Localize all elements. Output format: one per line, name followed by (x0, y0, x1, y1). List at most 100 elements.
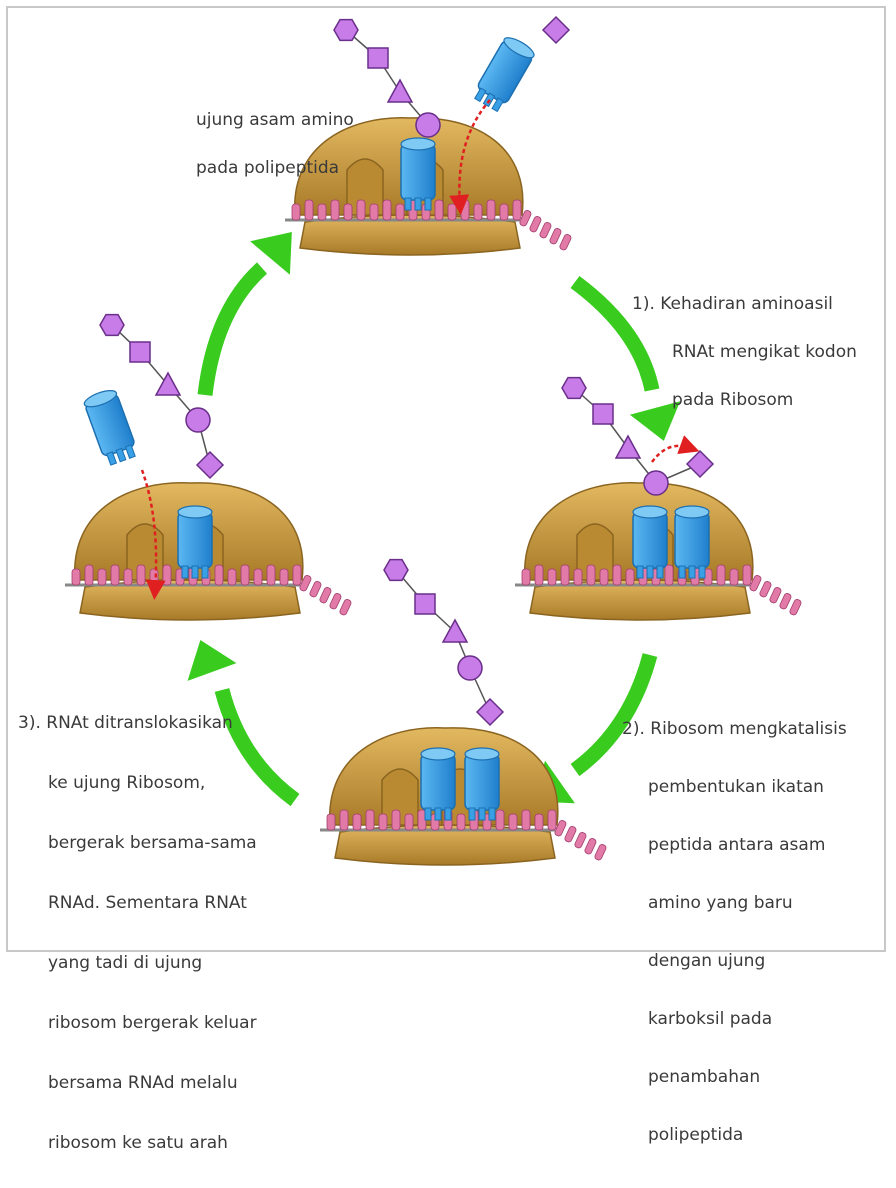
mrna-codon-base (564, 826, 577, 843)
label-line: dengan ujung (648, 951, 766, 971)
trna-anticodon (698, 565, 706, 579)
mrna-codon-base (329, 593, 342, 610)
mrna-codon-base (253, 568, 263, 586)
amino-acid-square (129, 341, 151, 363)
trna-top (420, 747, 456, 761)
mrna-codon-base (434, 199, 444, 221)
movement-arrow (140, 469, 166, 600)
amino-acid-hexagon (333, 18, 359, 42)
arrow-shaft (570, 275, 660, 392)
trna-anticodon (414, 197, 422, 211)
amino-acid-circle (415, 112, 441, 138)
amino-acid-hexagon (383, 558, 409, 582)
mrna-codon-base (71, 568, 81, 586)
trna-top (632, 505, 668, 519)
trna-anticodon (678, 565, 686, 579)
label-line: karboksil pada (648, 1009, 773, 1029)
mrna-codon-base (326, 813, 336, 831)
label-line: bergerak bersama-sama (48, 833, 257, 853)
diagram-canvas: ujung asam amino pada polipeptida 1). Ke… (6, 6, 886, 1153)
label-line: 3). RNAt ditranslokasikan (18, 713, 233, 733)
amino-acid-circle (185, 407, 211, 433)
trna-anticodon (636, 565, 644, 579)
trna-top (674, 505, 710, 519)
label-line: 1). Kehadiran aminoasil (632, 294, 833, 314)
trna-molecule (474, 37, 535, 113)
mrna-codon-base (495, 809, 505, 831)
mrna-codon-base (749, 575, 762, 592)
arrow-stage1-to-stage2 (570, 275, 681, 441)
trna-anticodon (488, 807, 496, 821)
arrow-shaft (214, 688, 300, 807)
label-line: ribosom bergerak keluar (48, 1013, 257, 1033)
amino-acid-square (592, 403, 614, 425)
mrna-codon-base (779, 593, 792, 610)
mrna-codon-base (369, 203, 379, 221)
mrna-codon-base (789, 599, 802, 616)
mrna-codon-base (136, 564, 146, 586)
mrna-codon-base (343, 203, 353, 221)
mrna-codon-base (769, 587, 782, 604)
trna-anticodon (115, 447, 127, 463)
mrna-codon-base (365, 809, 375, 831)
trna-anticodon (404, 197, 412, 211)
mrna-codon-base (319, 587, 332, 604)
trna-anticodon (491, 97, 504, 113)
trna-body (177, 511, 213, 569)
mrna-codon-base (521, 809, 531, 831)
ribosome-binding-site (346, 158, 384, 216)
amino-acid-diamond (541, 15, 571, 45)
label-line: ribosom ke satu arah (48, 1133, 228, 1153)
ribosome-binding-site (576, 523, 614, 581)
cycle-arrows (187, 231, 681, 807)
label-line: bersama RNAd melalu (48, 1073, 238, 1093)
stage-4 (65, 313, 352, 621)
mrna-codon-base (84, 564, 94, 586)
mrna-codon-base (759, 581, 772, 598)
mrna-codon-base (227, 568, 237, 586)
mrna-codon-base (547, 809, 557, 831)
label-line: pembentukan ikatan (648, 777, 824, 797)
label-line: ke ujung Ribosom, (48, 773, 206, 793)
mrna-codon-base (560, 564, 570, 586)
arrow-stage4-to-stage1 (197, 231, 292, 396)
trna-molecule (632, 505, 668, 579)
trna-anticodon (688, 565, 696, 579)
mrna-codon-base (729, 568, 739, 586)
amino-acid-triangle (154, 371, 182, 396)
label-line: polipeptida (648, 1125, 744, 1145)
translation-cycle-diagram (65, 15, 802, 866)
stage-2 (515, 376, 802, 621)
mrna-codon-base (594, 844, 607, 861)
trna-top (400, 137, 436, 151)
trna-anticodon (191, 565, 199, 579)
mrna-codon-base (266, 564, 276, 586)
mrna-codon-base (304, 199, 314, 221)
mrna-codon-base (586, 564, 596, 586)
mrna-codon-base (554, 820, 567, 837)
movement-arrow (650, 435, 700, 463)
amino-acid-diamond (195, 450, 225, 480)
mrna-codon-base (460, 199, 470, 221)
trna-anticodon (124, 444, 136, 459)
mrna-codon-base (309, 581, 322, 598)
mrna-codon-base (716, 564, 726, 586)
trna-top (503, 37, 535, 59)
mrna-codon-base (123, 568, 133, 586)
label-line: RNAd. Sementara RNAt (48, 893, 247, 913)
arrow-head (187, 640, 237, 681)
trna-top (177, 505, 213, 519)
mrna-codon-base (97, 568, 107, 586)
amino-acid-circle (643, 470, 669, 496)
label-line: peptida antara asam (648, 835, 826, 855)
mrna-codon-base (447, 203, 457, 221)
mrna-codon-base (559, 234, 572, 251)
mrna-codon-base (356, 199, 366, 221)
mrna-codon-base (573, 568, 583, 586)
ribosome-binding-site (126, 523, 164, 581)
trna-anticodon (478, 807, 486, 821)
trna-anticodon (106, 451, 118, 466)
amino-acid-hexagon (561, 376, 587, 400)
trna-molecule (83, 389, 136, 466)
amino-acid-triangle (386, 78, 414, 103)
